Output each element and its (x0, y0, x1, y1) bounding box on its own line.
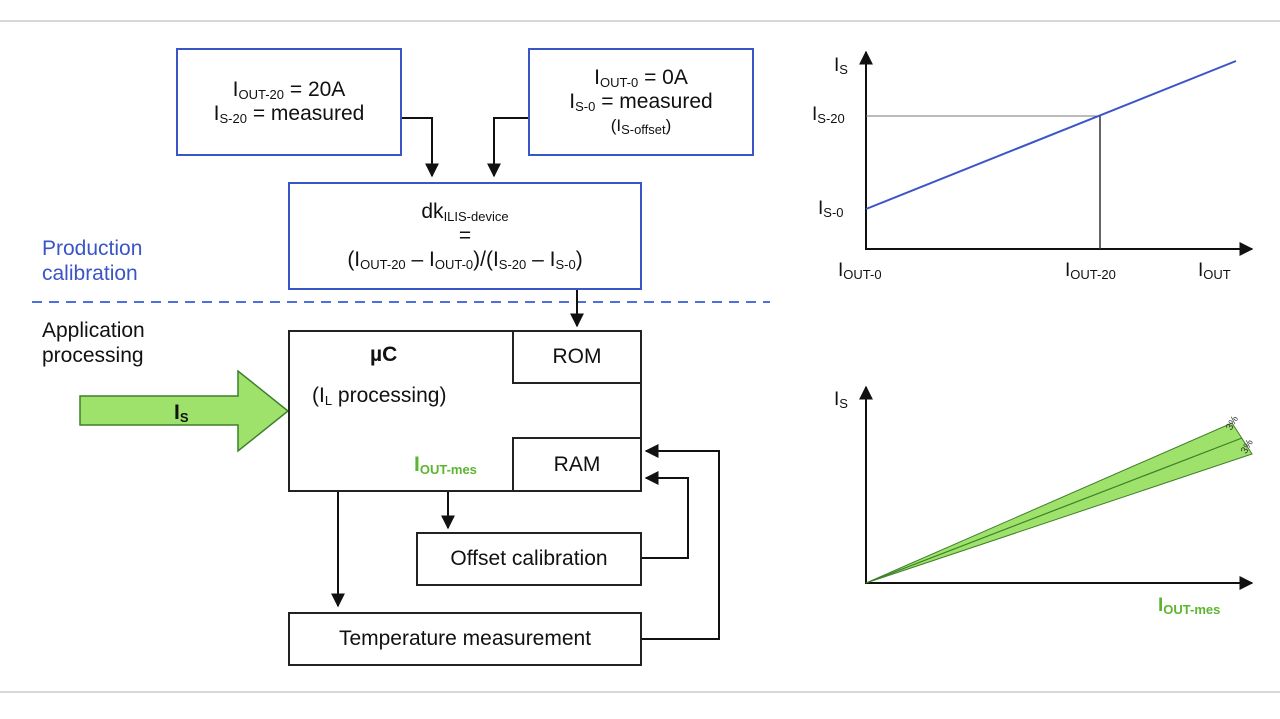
tolerance-band (865, 422, 1253, 584)
arrow-offset-to-ram (641, 471, 689, 559)
application-zone-label: Application processing (42, 319, 145, 367)
ram-box: RAM (512, 437, 642, 492)
input-arrow-label: IS (174, 401, 189, 425)
box-iout20: IOUT-20 = 20A IS-20 = measured (176, 48, 402, 156)
graph-top-x-tick-iout20: IOUT-20 (1065, 260, 1116, 282)
offset-calibration-box: Offset calibration (416, 532, 642, 586)
uc-subtitle: (IL processing) (312, 384, 447, 408)
input-arrow-shape (79, 369, 290, 453)
graph-top-line (865, 60, 1237, 210)
box-iout0: IOUT-0 = 0A IS-0 = measured (IS-offset) (528, 48, 754, 156)
box-dk-formula: dkILIS-device = (IOUT-20 – IOUT-0)/(IS-2… (288, 182, 642, 290)
graph-top-y-tick-is0: IS-0 (818, 198, 844, 220)
uc-title: µC (370, 343, 398, 366)
nominal-line (865, 437, 1243, 584)
graph-top (859, 50, 1254, 256)
production-zone-label: Production calibration (42, 237, 143, 285)
graph-bottom: 3% 3% (859, 385, 1256, 590)
diagram-frame (0, 20, 1280, 693)
arrow-iout20-to-dk (400, 117, 439, 178)
graph-top-y-axis-label: IS (834, 55, 848, 77)
graph-bottom-x-axis-label: IOUT-mes (1158, 595, 1221, 617)
temperature-measurement-box: Temperature measurement (288, 612, 642, 666)
arrow-temp-to-ram (641, 444, 720, 640)
iout-mes-label: IOUT-mes (414, 453, 477, 477)
arrow-iout0-to-dk (487, 117, 528, 178)
graph-top-x-axis-label: IOUT (1198, 260, 1231, 282)
graph-bottom-y-axis-label: IS (834, 389, 848, 411)
rom-box: ROM (512, 330, 642, 384)
graph-top-x-tick-iout0: IOUT-0 (838, 260, 882, 282)
graph-top-y-tick-is20: IS-20 (812, 104, 845, 126)
